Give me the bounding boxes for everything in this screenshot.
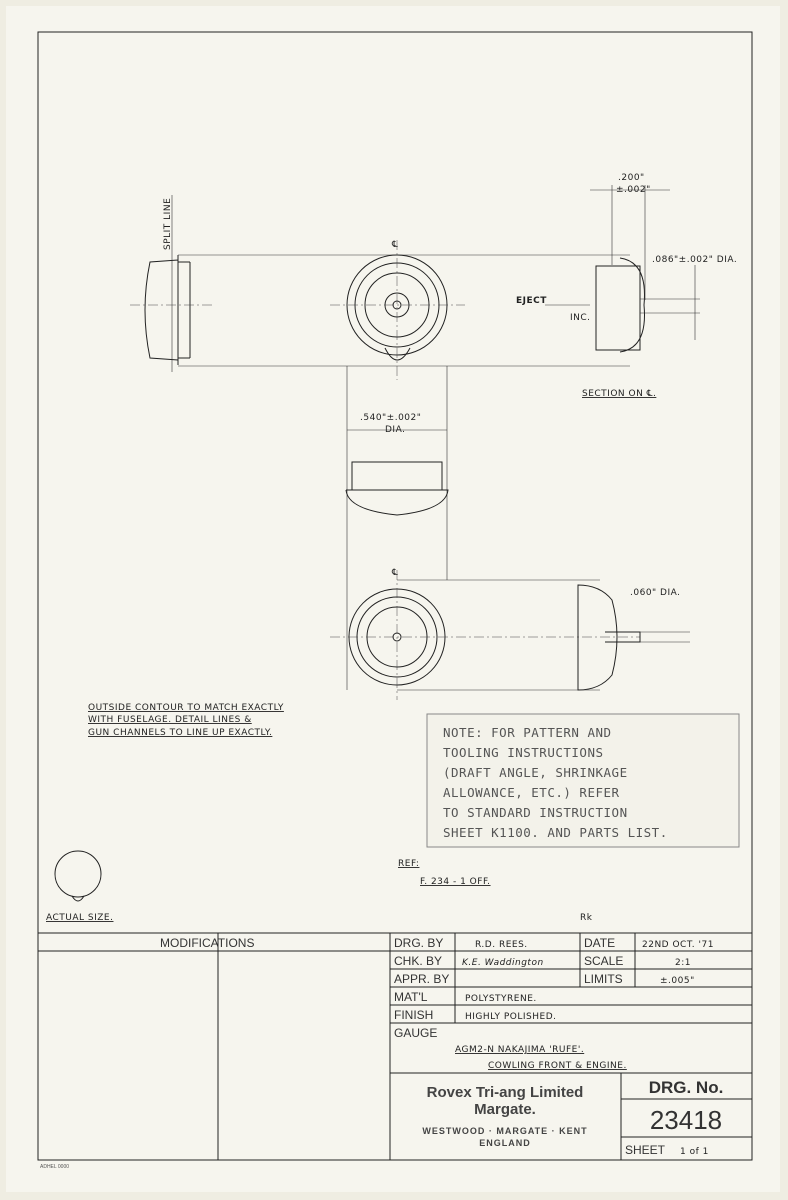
drg-by-label: DRG. BY [394, 936, 443, 950]
note-line: TO STANDARD INSTRUCTION [443, 805, 628, 820]
note-line: NOTE: FOR PATTERN AND [443, 725, 612, 740]
footer-stamp: ADHEL 0000 [40, 1164, 69, 1170]
company-country: ENGLAND [479, 1138, 531, 1148]
dimension-200: .200" [618, 173, 645, 183]
material-value: POLYSTYRENE. [465, 994, 537, 1004]
side-view-left: SPLIT LINE [130, 195, 630, 372]
dimension-060-dia: .060" DIA. [630, 588, 680, 598]
inc-label: INC. [570, 313, 591, 323]
title-block: MODIFICATIONS DRG. BY R.D. REES. DATE 22… [38, 932, 752, 1160]
modifications-header: MODIFICATIONS [160, 936, 254, 950]
company-name: Rovex Tri-ang Limited [427, 1084, 584, 1101]
scale-value: 2:1 [675, 958, 691, 968]
gauge-label: GAUGE [394, 1026, 437, 1040]
drawing-number-label: DRG. No. [649, 1078, 724, 1097]
sheet-value: 1 of 1 [680, 1147, 709, 1157]
company-city: Margate. [474, 1101, 536, 1118]
finish-value: HIGHLY POLISHED. [465, 1012, 556, 1022]
drawing-number: 23418 [650, 1105, 722, 1135]
eject-label: EJECT [516, 296, 547, 306]
actual-size-outline: ACTUAL SIZE. [46, 850, 113, 923]
note-line: OUTSIDE CONTOUR TO MATCH EXACTLY [88, 703, 284, 713]
dimension-200-tolerance: ±.002" [616, 185, 651, 195]
note-line: ALLOWANCE, ETC.) REFER [443, 785, 620, 800]
dimension-540-suffix: DIA. [385, 425, 405, 435]
limits-value: ±.005" [660, 976, 695, 986]
part-name: AGM2-N NAKAJIMA 'RUFE'. [455, 1045, 584, 1055]
drg-by-value: R.D. REES. [475, 940, 528, 950]
note-line: WITH FUSELAGE. DETAIL LINES & [88, 715, 252, 725]
limits-label: LIMITS [584, 972, 623, 986]
section-view: .200" ±.002" .086"±.002" DIA. EJECT INC.… [516, 173, 737, 399]
sheet-label: SHEET [625, 1143, 666, 1157]
drawing-border [37, 31, 753, 1161]
ref-value: F. 234 - 1 OFF. [420, 877, 491, 887]
dimension-086-dia: .086"±.002" DIA. [652, 255, 737, 265]
part-description: COWLING FRONT & ENGINE. [488, 1061, 627, 1071]
note-line: GUN CHANNELS TO LINE UP EXACTLY. [88, 728, 272, 738]
centerline-symbol: ℄ [391, 240, 398, 250]
finish-label: FINISH [394, 1008, 433, 1022]
note-line: (DRAFT ANGLE, SHRINKAGE [443, 765, 628, 780]
drawing-sheet [6, 6, 780, 1192]
centerline-symbol-2: ℄ [391, 568, 398, 578]
ref-label: REF: [398, 859, 419, 869]
front-view-cowling: ℄ .060" DIA. [330, 568, 690, 700]
note-line: SHEET K1100. AND PARTS LIST. [443, 825, 668, 840]
section-label: SECTION ON ℄. [582, 389, 656, 399]
initials: Rk [580, 913, 593, 923]
actual-size-label: ACTUAL SIZE. [46, 913, 113, 923]
side-view-middle: .540"±.002" DIA. [345, 366, 449, 690]
company-address: WESTWOOD · MARGATE · KENT [422, 1126, 587, 1136]
dimension-540-dia: .540"±.002" [360, 413, 421, 423]
date-value: 22ND OCT. '71 [642, 940, 714, 950]
pattern-tooling-note: NOTE: FOR PATTERN AND TOOLING INSTRUCTIO… [426, 713, 740, 848]
split-line-label: SPLIT LINE [163, 198, 173, 250]
material-label: MAT'L [394, 990, 428, 1004]
front-view-engine: ℄ [330, 240, 465, 380]
outside-contour-note: OUTSIDE CONTOUR TO MATCH EXACTLY WITH FU… [88, 703, 284, 738]
date-label: DATE [584, 936, 615, 950]
appr-by-label: APPR. BY [394, 972, 449, 986]
note-line: TOOLING INSTRUCTIONS [443, 745, 604, 760]
scale-label: SCALE [584, 954, 623, 968]
chk-by-label: CHK. BY [394, 954, 442, 968]
chk-by-signature: K.E. Waddington [462, 958, 544, 968]
